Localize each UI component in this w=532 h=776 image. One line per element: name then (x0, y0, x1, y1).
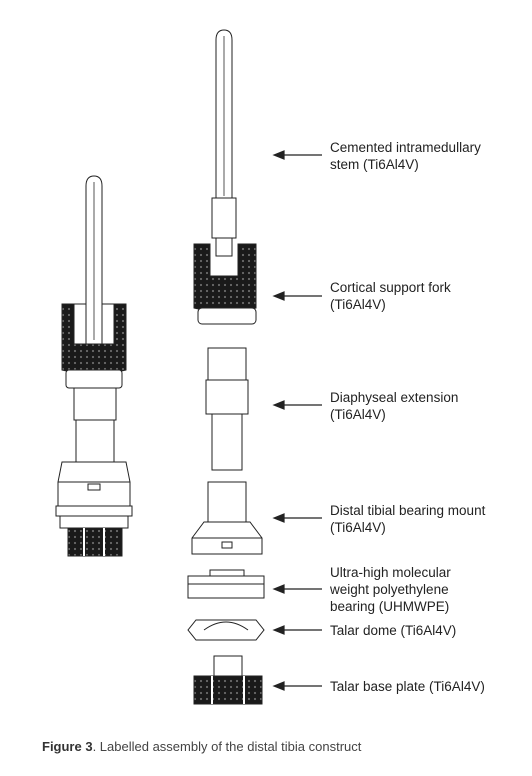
label-dome: Talar dome (Ti6Al4V) (330, 622, 456, 639)
label-line: Diaphyseal extension (330, 390, 459, 405)
label-line: Cortical support fork (330, 280, 451, 295)
label-baseplate: Talar base plate (Ti6Al4V) (330, 678, 485, 695)
arrow-bearing (272, 584, 322, 594)
arrow-fork (272, 291, 322, 301)
arrow-stem (272, 150, 322, 160)
label-line: Talar base plate (Ti6Al4V) (330, 679, 485, 694)
leader-arrows (272, 150, 322, 691)
stem-part (211, 29, 237, 257)
baseplate-part (193, 655, 263, 705)
label-line: Distal tibial bearing mount (330, 503, 486, 518)
arrow-mount (272, 513, 322, 523)
fork-part (193, 243, 257, 325)
label-mount: Distal tibial bearing mount (Ti6Al4V) (330, 502, 485, 536)
assembled-construct (55, 175, 133, 557)
label-line: bearing (UHMWPE) (330, 599, 450, 614)
diaphyseal-part (205, 347, 249, 471)
figure-number: Figure 3 (42, 739, 93, 754)
label-line: weight polyethylene (330, 582, 449, 597)
label-line: (Ti6Al4V) (330, 520, 386, 535)
label-fork: Cortical support fork (Ti6Al4V) (330, 279, 451, 313)
arrow-diaphyseal (272, 400, 322, 410)
label-diaphyseal: Diaphyseal extension (Ti6Al4V) (330, 389, 458, 423)
arrow-baseplate (272, 681, 322, 691)
mount-part (191, 481, 263, 555)
label-line: Talar dome (Ti6Al4V) (330, 623, 457, 638)
arrow-dome (272, 625, 322, 635)
label-line: stem (Ti6Al4V) (330, 157, 419, 172)
dome-part (187, 619, 265, 641)
label-line: Cemented intramedullary (330, 140, 481, 155)
caption-text: . Labelled assembly of the distal tibia … (92, 739, 362, 754)
label-line: Ultra-high molecular (330, 565, 451, 580)
label-bearing: Ultra-high molecular weight polyethylene… (330, 564, 451, 615)
figure-caption: Figure 3. Labelled assembly of the dista… (42, 739, 361, 754)
bearing-part (187, 569, 265, 599)
label-line: (Ti6Al4V) (330, 297, 386, 312)
label-line: (Ti6Al4V) (330, 407, 386, 422)
label-stem: Cemented intramedullary stem (Ti6Al4V) (330, 139, 481, 173)
